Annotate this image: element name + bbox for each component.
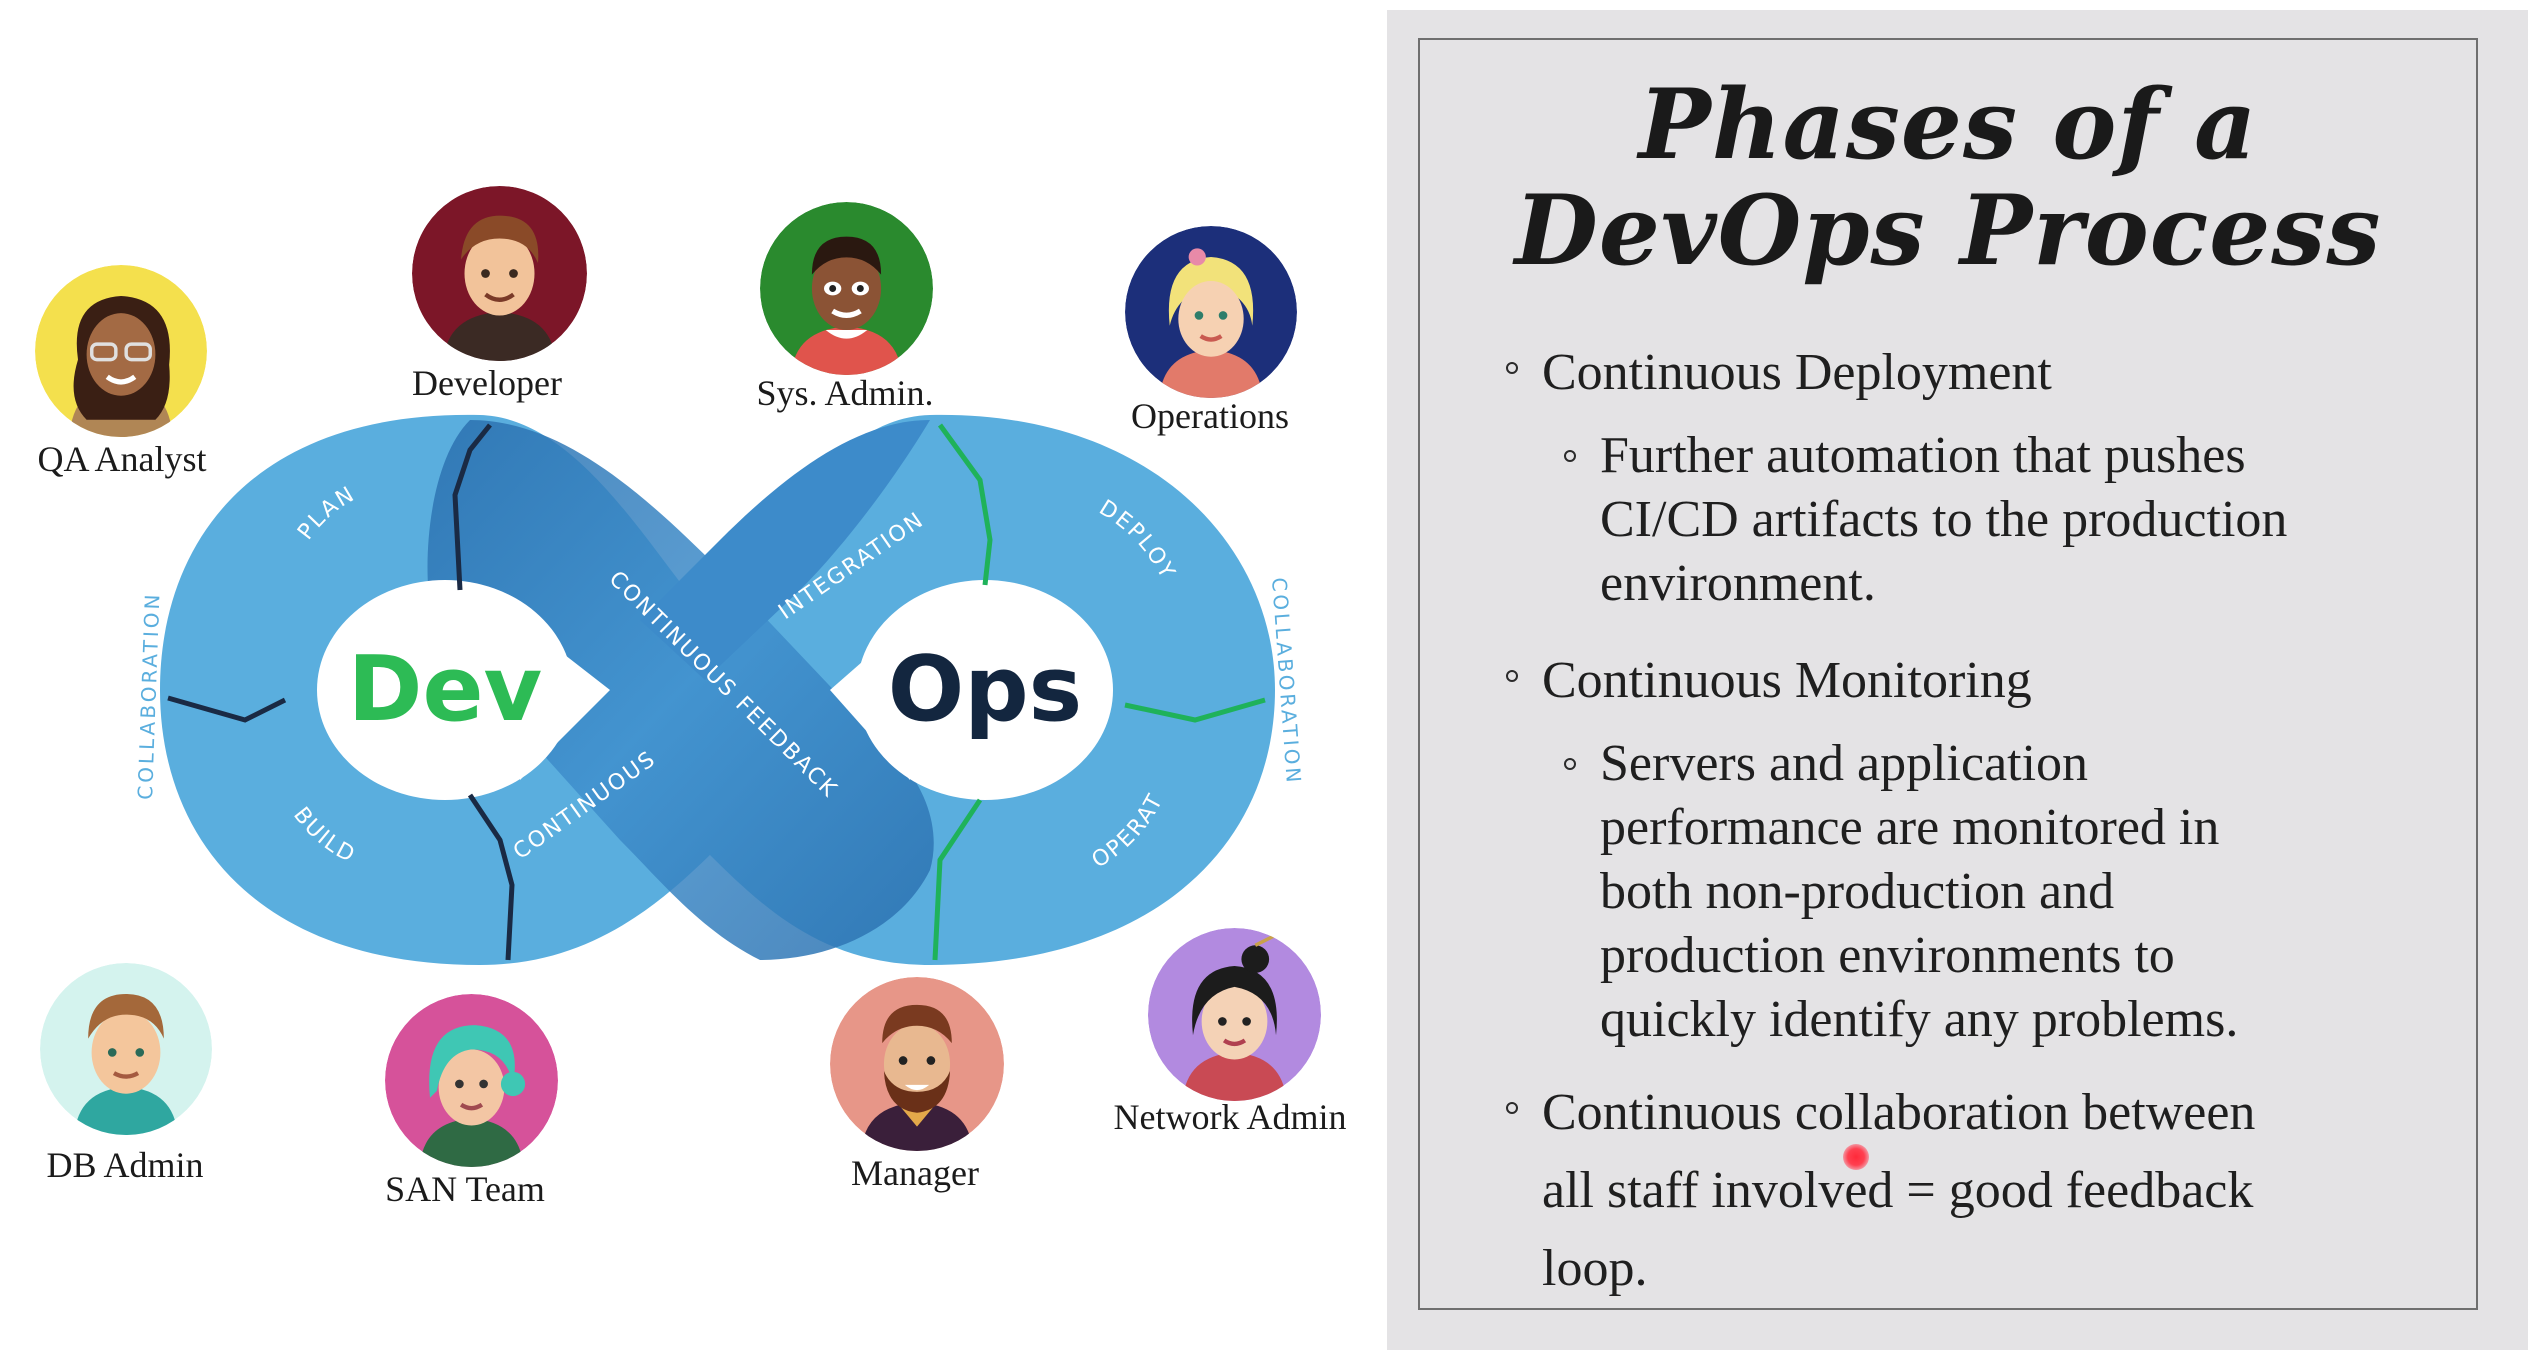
dev-hole-tip <box>520 620 610 780</box>
bullet-circle-icon <box>1506 362 1518 374</box>
seam-build <box>467 793 515 961</box>
text-panel-background <box>1387 10 2528 1350</box>
sys-admin-avatar <box>760 202 933 375</box>
continuous-feedback-band <box>427 420 934 960</box>
network-admin-avatar <box>1148 928 1321 1101</box>
title-line-2: DevOps Process <box>1514 174 2382 287</box>
slide-title: Phases of a DevOps Process <box>1420 72 2476 284</box>
manager-avatar <box>830 977 1004 1151</box>
sub-bullet-monitoring-detail: Servers and application performance are … <box>1564 732 2238 1052</box>
qa-analyst-avatar <box>35 265 207 437</box>
ops-hole <box>857 580 1113 800</box>
seam-plan <box>452 423 492 591</box>
seam-integration <box>937 423 993 586</box>
db-admin-label: DB Admin <box>46 1145 204 1185</box>
infinity-loop: Dev Ops PLAN BUILD DEPLOY OPERATE CONTIN… <box>133 414 1303 965</box>
operations-label: Operations <box>1131 396 1289 436</box>
qa-analyst-label: QA Analyst <box>37 439 207 479</box>
developer-avatar <box>412 186 587 361</box>
dev-label: Dev <box>348 637 542 742</box>
bullet-continuous-collaboration: Continuous collaboration between all sta… <box>1506 1074 2255 1308</box>
seam-collab-left <box>167 695 287 723</box>
san-team-avatar <box>385 994 558 1167</box>
sub-bullet-deployment-detail: Further automation that pushes CI/CD art… <box>1564 424 2287 616</box>
title-line-1: Phases of a <box>1638 68 2258 181</box>
developer-label: Developer <box>412 363 562 403</box>
network-admin-label: Network Admin <box>1113 1097 1347 1137</box>
text-panel: Phases of a DevOps Process Continuous De… <box>1418 38 2478 1310</box>
bullet-continuous-monitoring: Continuous Monitoring <box>1506 648 2032 714</box>
ops-hole-tip <box>830 620 910 780</box>
san-team-label: SAN Team <box>385 1169 545 1209</box>
devops-diagram: Dev Ops PLAN BUILD DEPLOY OPERATE CONTIN… <box>35 186 1347 1209</box>
collaboration-left-label: COLLABORATION <box>133 591 165 800</box>
db-admin-avatar <box>40 963 212 1135</box>
bullet-continuous-deployment: Continuous Deployment <box>1506 340 2052 406</box>
sys-admin-label: Sys. Admin. <box>756 373 934 413</box>
integration-band <box>640 420 930 680</box>
dev-hole <box>317 580 573 800</box>
seam-operate <box>932 798 983 961</box>
manager-label: Manager <box>851 1153 979 1193</box>
operations-avatar <box>1125 226 1297 398</box>
bullet-circle-icon <box>1506 670 1518 682</box>
ops-label: Ops <box>888 637 1083 742</box>
seam-collab-right <box>1124 697 1266 723</box>
bullet-circle-icon <box>1564 758 1576 770</box>
laser-pointer-dot <box>1843 1144 1869 1170</box>
bullet-circle-icon <box>1506 1102 1518 1114</box>
bullet-circle-icon <box>1564 450 1576 462</box>
